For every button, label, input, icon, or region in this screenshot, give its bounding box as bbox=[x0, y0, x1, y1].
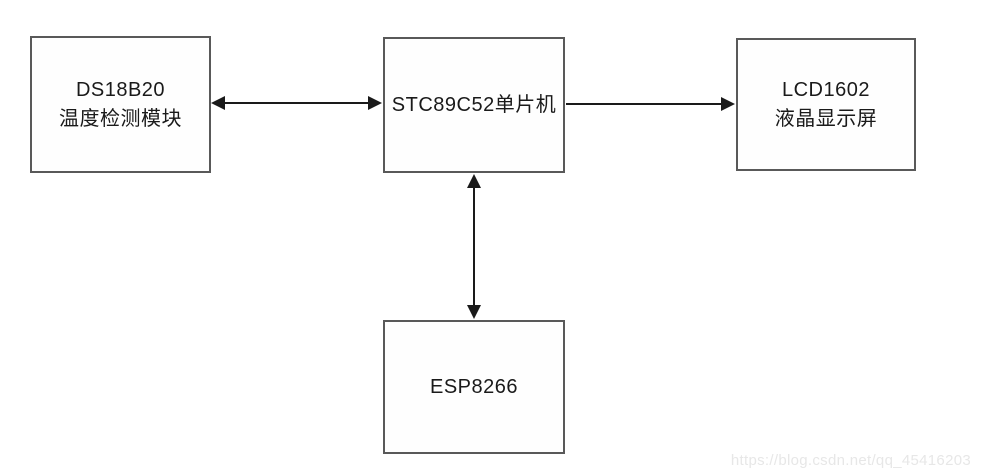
arrow-mcu-lcd-unidirectional bbox=[566, 97, 735, 111]
block-esp8266-wifi: ESP8266 bbox=[383, 320, 565, 454]
arrow-ds18b20-mcu-bidirectional bbox=[211, 96, 382, 110]
block-esp-line1: ESP8266 bbox=[429, 375, 518, 398]
block-ds18b20-line2: 温度检测模块 bbox=[59, 107, 182, 130]
csdn-watermark: https://blog.csdn.net/qq_45416203 bbox=[730, 452, 971, 469]
arrow-mcu-esp-bidirectional bbox=[467, 174, 481, 319]
block-mcu-line1: STC89C52单片机 bbox=[391, 93, 557, 116]
block-ds18b20-line1: DS18B20 bbox=[75, 78, 166, 101]
block-ds18b20-temperature-module: DS18B20 温度检测模块 bbox=[30, 36, 211, 173]
block-lcd-line1: LCD1602 bbox=[781, 78, 870, 101]
block-lcd-line2: 液晶显示屏 bbox=[774, 107, 878, 130]
block-lcd1602-display: LCD1602 液晶显示屏 bbox=[736, 38, 916, 171]
block-stc89c52-mcu: STC89C52单片机 bbox=[383, 37, 565, 173]
